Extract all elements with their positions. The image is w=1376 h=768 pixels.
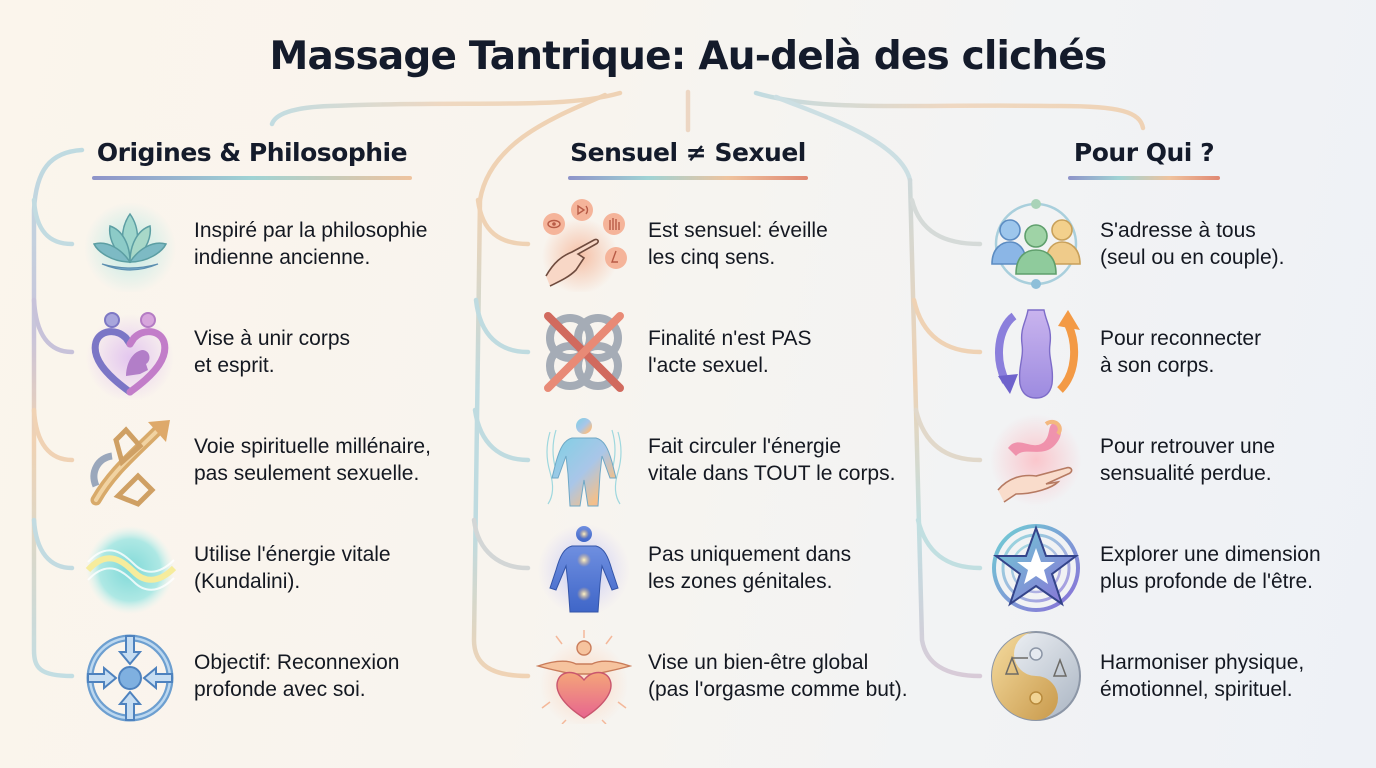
item-text-line: Utilise l'énergie vitale <box>194 543 391 566</box>
item-text-line: Vise un bien-être global <box>648 651 869 674</box>
heading-underline <box>92 176 412 180</box>
list-item: Finalité n'est PAS l'acte sexuel. <box>536 304 812 400</box>
column-heading-sensuel: Sensuel ≠ Sexuel <box>568 138 808 180</box>
item-text: Explorer une dimension plus profonde de … <box>1100 541 1321 595</box>
body-cycle-icon <box>988 304 1084 400</box>
item-text-line: (pas l'orgasme comme but). <box>648 678 908 701</box>
group-people-icon <box>988 196 1084 292</box>
heart-couple-icon <box>82 304 178 400</box>
item-text: Inspiré par la philosophie indienne anci… <box>194 217 427 271</box>
radiant-heart-icon <box>536 628 632 724</box>
item-text-line: Inspiré par la philosophie <box>194 219 428 242</box>
list-item: Objectif: Reconnexion profonde avec soi. <box>82 628 399 724</box>
item-text-line: Explorer une dimension <box>1100 543 1321 566</box>
item-text-line: l'acte sexuel. <box>648 354 769 377</box>
item-text-line: Voie spirituelle millénaire, <box>194 435 431 458</box>
list-item: Inspiré par la philosophie indienne anci… <box>82 196 427 292</box>
item-text: Est sensuel: éveille les cinq sens. <box>648 217 828 271</box>
item-text-line: émotionnel, spirituel. <box>1100 678 1293 701</box>
item-text: S'adresse à tous (seul ou en couple). <box>1100 217 1284 271</box>
item-text: Pour reconnecter à son corps. <box>1100 325 1261 379</box>
chakra-body-icon <box>536 520 632 616</box>
item-text-line: profonde avec soi. <box>194 678 366 701</box>
item-text: Pour retrouver une sensualité perdue. <box>1100 433 1275 487</box>
hand-flame-icon <box>988 412 1084 508</box>
item-text: Fait circuler l'énergie vitale dans TOUT… <box>648 433 895 487</box>
crossed-knot-icon <box>536 304 632 400</box>
page-title: Massage Tantrique: Au-delà des clichés <box>269 34 1108 79</box>
item-text-line: Harmoniser physique, <box>1100 651 1305 674</box>
star-circle-icon <box>988 520 1084 616</box>
lotus-icon <box>82 196 178 292</box>
column-heading-label: Origines & Philosophie <box>96 138 408 167</box>
item-text-line: indienne ancienne. <box>194 246 371 269</box>
list-item: Est sensuel: éveille les cinq sens. <box>536 196 828 292</box>
heading-underline <box>1068 176 1220 180</box>
item-text-line: Est sensuel: éveille <box>648 219 828 242</box>
item-text: Pas uniquement dans les zones génitales. <box>648 541 851 595</box>
list-item: Pour reconnecter à son corps. <box>988 304 1261 400</box>
item-text-line: les cinq sens. <box>648 246 776 269</box>
item-text-line: Finalité n'est PAS <box>648 327 812 350</box>
item-text-line: à son corps. <box>1100 354 1215 377</box>
energy-wave-icon <box>82 520 178 616</box>
item-text-line: Fait circuler l'énergie <box>648 435 842 458</box>
item-text: Finalité n'est PAS l'acte sexuel. <box>648 325 812 379</box>
item-text-line: Pour retrouver une <box>1100 435 1276 458</box>
heading-underline <box>568 176 808 180</box>
interwoven-arrow-icon <box>82 412 178 508</box>
item-text: Utilise l'énergie vitale (Kundalini). <box>194 541 391 595</box>
list-item: Utilise l'énergie vitale (Kundalini). <box>82 520 391 616</box>
column-heading-pour-qui: Pour Qui ? <box>1068 138 1220 180</box>
item-text-line: sensualité perdue. <box>1100 462 1272 485</box>
column-heading-origines: Origines & Philosophie <box>92 138 412 180</box>
item-text-line: vitale dans TOUT le corps. <box>648 462 896 485</box>
item-text-line: S'adresse à tous <box>1100 219 1256 242</box>
converging-arrows-icon <box>82 628 178 724</box>
item-text-line: Pour reconnecter <box>1100 327 1262 350</box>
list-item: Harmoniser physique, émotionnel, spiritu… <box>988 628 1304 724</box>
energy-body-icon <box>536 412 632 508</box>
item-text-line: (Kundalini). <box>194 570 301 593</box>
item-text-line: (seul ou en couple). <box>1100 246 1285 269</box>
item-text: Vise à unir corps et esprit. <box>194 325 350 379</box>
list-item: Fait circuler l'énergie vitale dans TOUT… <box>536 412 895 508</box>
five-senses-hand-icon <box>536 196 632 292</box>
item-text-line: Pas uniquement dans <box>648 543 852 566</box>
list-item: S'adresse à tous (seul ou en couple). <box>988 196 1284 292</box>
item-text-line: plus profonde de l'être. <box>1100 570 1313 593</box>
item-text: Harmoniser physique, émotionnel, spiritu… <box>1100 649 1304 703</box>
yin-yang-balance-icon <box>988 628 1084 724</box>
list-item: Voie spirituelle millénaire, pas seuleme… <box>82 412 431 508</box>
list-item: Pour retrouver une sensualité perdue. <box>988 412 1275 508</box>
list-item: Pas uniquement dans les zones génitales. <box>536 520 851 616</box>
item-text-line: les zones génitales. <box>648 570 833 593</box>
list-item: Vise à unir corps et esprit. <box>82 304 350 400</box>
list-item: Explorer une dimension plus profonde de … <box>988 520 1321 616</box>
item-text: Vise un bien-être global (pas l'orgasme … <box>648 649 908 703</box>
column-heading-label: Sensuel ≠ Sexuel <box>570 138 806 167</box>
item-text: Objectif: Reconnexion profonde avec soi. <box>194 649 399 703</box>
column-heading-label: Pour Qui ? <box>1073 138 1215 167</box>
item-text-line: pas seulement sexuelle. <box>194 462 420 485</box>
item-text-line: Objectif: Reconnexion <box>194 651 400 674</box>
item-text-line: Vise à unir corps <box>194 327 351 350</box>
item-text: Voie spirituelle millénaire, pas seuleme… <box>194 433 431 487</box>
item-text-line: et esprit. <box>194 354 275 377</box>
list-item: Vise un bien-être global (pas l'orgasme … <box>536 628 908 724</box>
